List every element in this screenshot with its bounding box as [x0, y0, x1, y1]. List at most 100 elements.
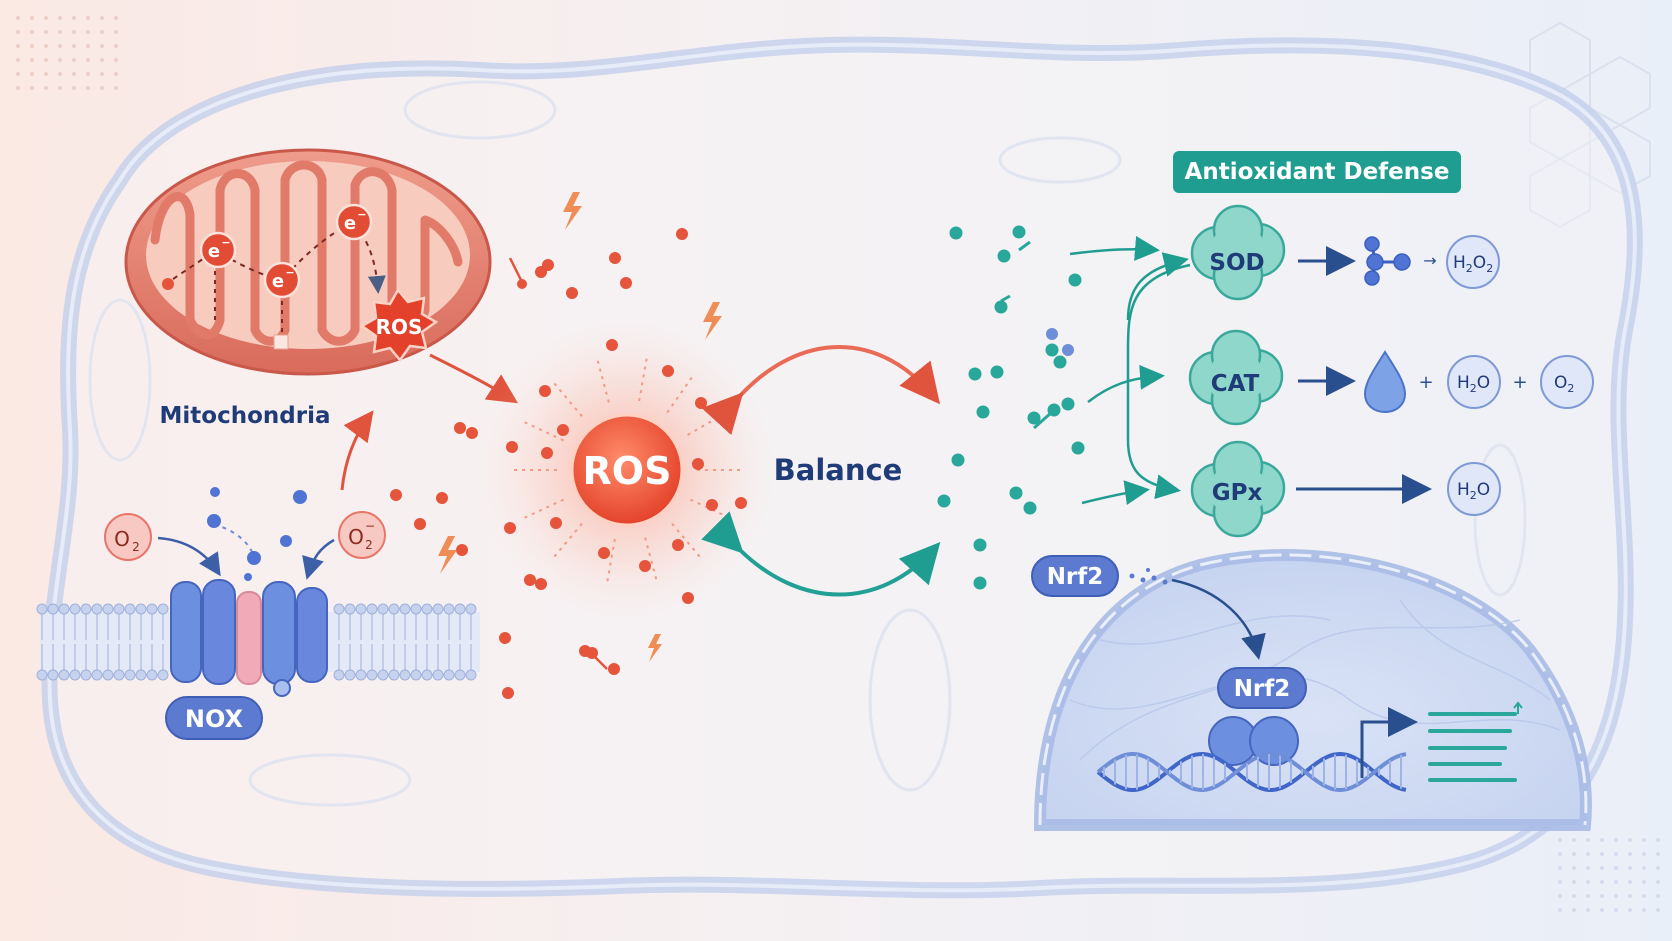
ros-particle — [672, 539, 684, 551]
lipid-head — [69, 669, 81, 681]
h2o-cat-label: H2O — [1457, 373, 1490, 395]
balance-arrow-top — [701, 345, 941, 436]
grid-dot — [72, 72, 76, 76]
h2o2-o: O — [1473, 253, 1486, 273]
ao-arrow-1 — [1069, 235, 1160, 261]
grid-dot — [100, 58, 104, 62]
grid-dot — [1642, 866, 1646, 870]
electron-1-sup: − — [221, 236, 230, 249]
grid-dot — [58, 16, 62, 20]
electron-3-sup: − — [357, 208, 366, 221]
grid-dot — [1600, 852, 1604, 856]
lipid-head — [113, 603, 125, 615]
antioxidant-particle — [1046, 328, 1058, 340]
ros-particle — [390, 489, 402, 501]
ros-particle — [692, 458, 704, 470]
antioxidant-particle — [1045, 343, 1059, 357]
grid-dot — [72, 30, 76, 34]
enzyme-sod-label: SOD — [1209, 250, 1264, 276]
antioxidant-particle — [1027, 411, 1041, 425]
enzyme-sod: SOD — [1190, 204, 1286, 301]
grid-dot — [86, 86, 90, 90]
grid-dot — [1628, 852, 1632, 856]
grid-dot — [1628, 866, 1632, 870]
lipid-head — [80, 603, 92, 615]
ao-branch-line — [1126, 263, 1191, 500]
electron-3-label: e — [344, 213, 356, 234]
antioxidant-particle — [1062, 344, 1074, 356]
ros-particle — [542, 259, 554, 271]
lipid-head — [146, 669, 158, 681]
grid-dot — [1586, 838, 1590, 842]
nrf2-cytoplasm-label: Nrf2 — [1047, 564, 1104, 590]
ros-burst-label: ROS — [376, 315, 423, 339]
h2o-gpx-label: H2O — [1457, 480, 1490, 502]
lipid-head — [124, 603, 136, 615]
grid-dot — [100, 44, 104, 48]
grid-dot — [1656, 838, 1660, 842]
h2o-cat-o: O — [1477, 373, 1490, 393]
grid-dot — [86, 58, 90, 62]
lipid-head — [58, 603, 70, 615]
ros-particle — [598, 547, 610, 559]
lightning-icon — [648, 634, 662, 662]
ros-particle — [606, 339, 618, 351]
grid-dot — [30, 58, 34, 62]
lipid-head — [91, 669, 103, 681]
enzyme-sod-blob — [1190, 204, 1286, 301]
grid-dot — [30, 16, 34, 20]
nrf2-nucleus-label: Nrf2 — [1234, 676, 1291, 702]
grid-dot — [1558, 852, 1562, 856]
grid-dot — [86, 30, 90, 34]
ros-particle — [566, 287, 578, 299]
lipid-head — [366, 603, 378, 615]
lipid-head — [80, 669, 92, 681]
h2o-gpx-h: H — [1457, 480, 1470, 500]
dot-grid-bottom-right — [1558, 838, 1660, 912]
grid-dot — [1558, 908, 1562, 912]
grid-dot — [1600, 894, 1604, 898]
h2o-cat-h: H — [1457, 373, 1470, 393]
grid-dot — [1600, 908, 1604, 912]
grid-dot — [16, 58, 20, 62]
nox-helix-3 — [236, 591, 262, 685]
nucleus — [1033, 549, 1592, 831]
lipid-head — [465, 669, 477, 681]
grid-dot — [1614, 852, 1618, 856]
ros-particle — [541, 447, 553, 459]
lipid-head — [124, 669, 136, 681]
electron-3: e − — [335, 203, 373, 241]
grid-dot — [16, 72, 20, 76]
antioxidant-bond — [1033, 410, 1053, 430]
grid-dot — [86, 72, 90, 76]
h2o-gpx-bubble: H2O — [1447, 462, 1501, 516]
sod-small-arrow: → — [1423, 251, 1436, 270]
o2-cat-bubble: O2 — [1540, 355, 1594, 409]
grid-dot — [1642, 908, 1646, 912]
lightning-icon — [563, 192, 582, 230]
grid-dot — [114, 58, 118, 62]
nox-small-molecules — [207, 487, 307, 581]
grid-dot — [100, 30, 104, 34]
grid-dot — [1614, 866, 1618, 870]
lipid-head — [333, 603, 345, 615]
grid-dot — [30, 44, 34, 48]
dna-strand — [1096, 752, 1407, 793]
grid-dot — [30, 72, 34, 76]
grid-dot — [44, 30, 48, 34]
balance-label: Balance — [774, 453, 903, 487]
grid-dot — [16, 44, 20, 48]
upregulation-icon — [1513, 701, 1523, 714]
mrna-lines — [1428, 712, 1517, 782]
grid-dot — [16, 30, 20, 34]
grid-dot — [114, 72, 118, 76]
h2o2-sub2: 2 — [1486, 262, 1493, 275]
lipid-head — [58, 669, 70, 681]
ros-particle — [608, 663, 620, 675]
grid-dot — [114, 16, 118, 20]
lipid-head — [410, 669, 422, 681]
antioxidant-particle — [976, 405, 990, 419]
grid-dot — [1642, 838, 1646, 842]
grid-dot — [1614, 908, 1618, 912]
o2-left-sub: 2 — [132, 540, 140, 554]
